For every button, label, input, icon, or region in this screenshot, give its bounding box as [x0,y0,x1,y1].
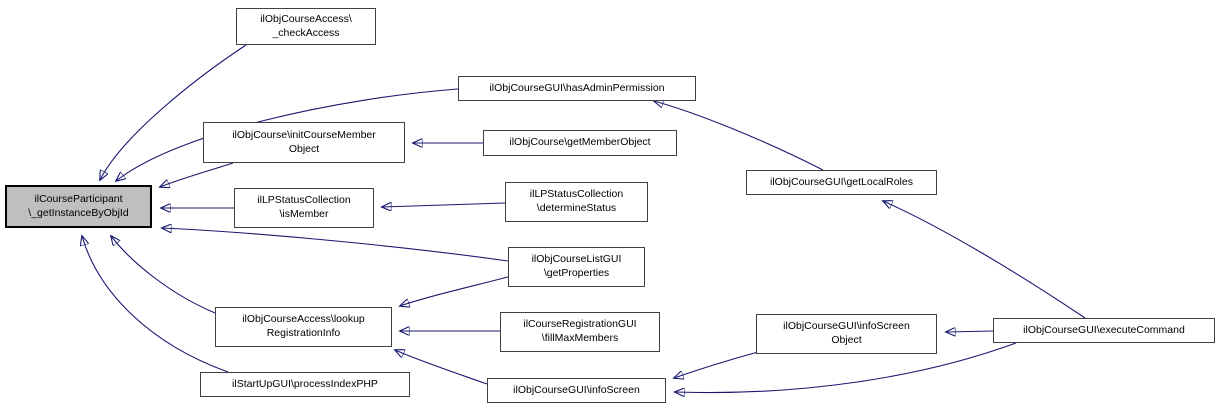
node-ilObjCourseGUI-infoScreenObject[interactable]: ilObjCourseGUI\infoScreen Object [756,314,937,354]
edge-getProperties-target [162,228,509,262]
edge-hasAdminPermission-target [116,88,459,181]
edge-checkAccess-target [100,44,247,180]
node-label: ilCourseParticipant \_getInstanceByObjId [28,192,129,219]
node-label: ilObjCourseGUI\infoScreen Object [783,320,910,346]
edge-infoScreenObject-infoScreen [674,351,759,378]
edge-lookupRegistrationInfo-target [111,236,216,314]
node-label: ilCourseRegistrationGUI \fillMaxMembers [523,318,637,344]
edge-initCourseMemberObject-target [160,162,234,187]
node-ilObjCourseAccess-checkAccess[interactable]: ilObjCourseAccess\ _checkAccess [236,8,376,45]
node-ilObjCourseGUI-infoScreen[interactable]: ilObjCourseGUI\infoScreen [487,378,666,403]
node-ilObjCourseAccess-lookupRegistrationInfo[interactable]: ilObjCourseAccess\lookup RegistrationInf… [215,307,392,347]
edge-getProperties-lookupRegistrationInfo [400,276,509,306]
node-label: ilLPStatusCollection \isMember [257,194,351,220]
node-ilObjCourseListGUI-getProperties[interactable]: ilObjCourseListGUI \getProperties [508,247,645,287]
edge-executeCommand-getLocalRoles [883,201,1086,319]
node-ilObjCourseGUI-hasAdminPermission[interactable]: ilObjCourseGUI\hasAdminPermission [458,76,696,101]
node-label: ilObjCourseAccess\ _checkAccess [260,12,352,39]
node-ilCourseParticipant-getInstanceByObjId: ilCourseParticipant \_getInstanceByObjId [5,185,152,228]
edge-processIndexPHP-target [82,236,229,373]
node-label: ilObjCourseAccess\lookup RegistrationInf… [242,313,365,339]
edge-determineStatus-isMember [382,203,506,207]
edge-executeCommand-infoScreenObject [946,331,994,332]
node-label: ilObjCourseListGUI \getProperties [531,253,622,279]
node-label: ilStartUpGUI\processIndexPHP [232,377,378,390]
node-label: ilObjCourseGUI\executeCommand [1023,323,1185,336]
node-label: ilObjCourse\getMemberObject [509,136,651,149]
node-label: ilLPStatusCollection \determineStatus [529,188,624,214]
node-ilCourseRegistrationGUI-fillMaxMembers[interactable]: ilCourseRegistrationGUI \fillMaxMembers [500,312,660,352]
node-ilObjCourseGUI-getLocalRoles[interactable]: ilObjCourseGUI\getLocalRoles [746,170,937,195]
node-ilLPStatusCollection-isMember[interactable]: ilLPStatusCollection \isMember [234,188,374,228]
node-ilObjCourse-getMemberObject[interactable]: ilObjCourse\getMemberObject [483,130,677,156]
node-label: ilObjCourseGUI\hasAdminPermission [489,81,665,94]
node-ilObjCourseGUI-executeCommand[interactable]: ilObjCourseGUI\executeCommand [993,318,1215,343]
node-label: ilObjCourseGUI\infoScreen [513,383,640,396]
node-label: ilObjCourse\initCourseMember Object [232,128,376,155]
edge-getLocalRoles-hasAdminPermission [654,101,824,171]
node-ilObjCourse-initCourseMemberObject[interactable]: ilObjCourse\initCourseMember Object [203,122,405,163]
edge-infoScreen-lookupRegistrationInfo [395,350,488,385]
node-label: ilObjCourseGUI\getLocalRoles [770,175,913,188]
node-ilStartUpGUI-processIndexPHP[interactable]: ilStartUpGUI\processIndexPHP [200,372,410,397]
edge-executeCommand-infoScreen [675,342,1017,393]
node-ilLPStatusCollection-determineStatus[interactable]: ilLPStatusCollection \determineStatus [505,182,648,222]
